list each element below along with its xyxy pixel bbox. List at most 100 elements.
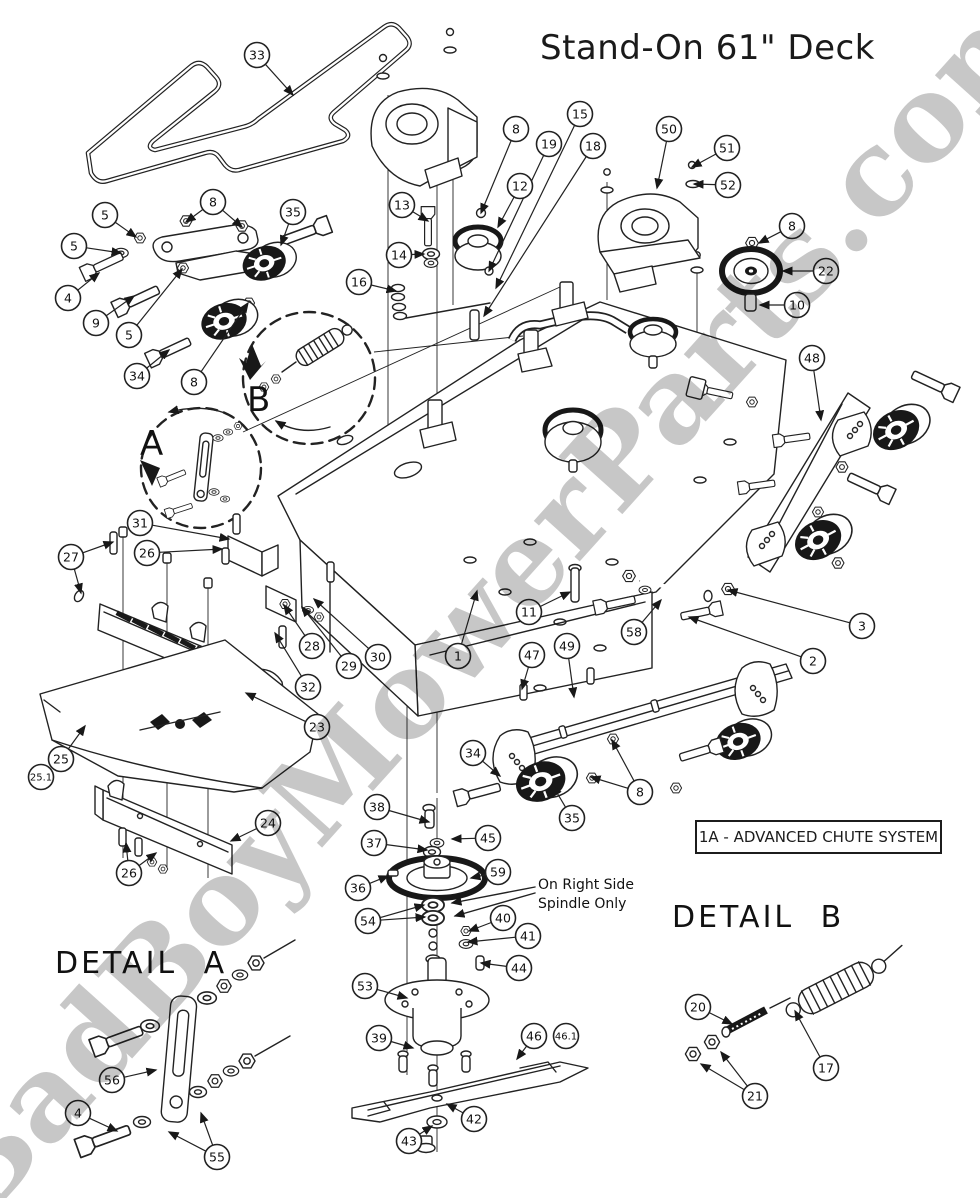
detail-a-label: DETAIL A xyxy=(55,946,228,981)
leader-21 xyxy=(720,1050,748,1087)
callout-34: 34 xyxy=(459,739,487,767)
leader-39 xyxy=(390,1040,415,1050)
svg-text:25.1: 25.1 xyxy=(30,773,52,784)
leader-4 xyxy=(89,1117,119,1132)
leader-51 xyxy=(690,153,717,168)
leader-25 xyxy=(67,724,86,750)
svg-text:22: 22 xyxy=(818,264,834,279)
callout-58: 58 xyxy=(620,618,648,646)
svg-text:17: 17 xyxy=(818,1061,834,1076)
leader-37 xyxy=(386,844,429,854)
detail-b-inset xyxy=(239,310,377,446)
leader-21 xyxy=(699,1063,745,1091)
callout-8: 8 xyxy=(199,188,227,216)
spindle-note: On Right Side Spindle Only xyxy=(538,876,634,914)
leader-27 xyxy=(73,568,83,595)
callout-47: 47 xyxy=(518,641,546,669)
svg-text:36: 36 xyxy=(350,881,366,896)
svg-text:35: 35 xyxy=(285,205,301,220)
callout-27: 27 xyxy=(57,543,85,571)
leader-30 xyxy=(312,597,370,650)
leader-28 xyxy=(283,603,306,637)
callout-28: 28 xyxy=(298,632,326,660)
svg-text:3: 3 xyxy=(858,619,866,634)
right-spindle-cover xyxy=(597,160,704,293)
callout-8: 8 xyxy=(502,115,530,143)
leader-47 xyxy=(520,666,530,691)
svg-text:45: 45 xyxy=(480,831,496,846)
callout-38: 38 xyxy=(363,793,391,821)
detail-a-parts xyxy=(73,939,296,1159)
callout-10: 10 xyxy=(783,291,811,319)
svg-text:24: 24 xyxy=(260,816,276,831)
callout-4: 4 xyxy=(54,284,82,312)
callout-3: 3 xyxy=(848,612,876,640)
svg-text:39: 39 xyxy=(371,1031,387,1046)
leader-58 xyxy=(641,598,662,623)
svg-text:43: 43 xyxy=(401,1134,417,1149)
svg-text:8: 8 xyxy=(512,122,520,137)
callout-15: 15 xyxy=(566,100,594,128)
leader-34 xyxy=(146,349,171,369)
svg-text:56: 56 xyxy=(104,1073,120,1088)
callout-44: 44 xyxy=(505,954,533,982)
leader-55 xyxy=(200,1111,214,1146)
callout-leader-lines xyxy=(67,63,851,1152)
callout-16: 16 xyxy=(345,268,373,296)
right-roller-bar xyxy=(736,366,961,573)
callout-20: 20 xyxy=(684,993,712,1021)
callout-34: 34 xyxy=(123,362,151,390)
leader-8 xyxy=(589,775,629,789)
callout-33: 33 xyxy=(243,41,271,69)
leader-46 xyxy=(516,1045,528,1061)
svg-text:34: 34 xyxy=(129,369,145,384)
svg-text:58: 58 xyxy=(626,625,642,640)
spindle-note-line2: Spindle Only xyxy=(538,895,627,912)
leader-44 xyxy=(479,959,507,969)
svg-text:29: 29 xyxy=(341,659,357,674)
svg-text:1: 1 xyxy=(454,649,462,664)
blade xyxy=(351,1061,589,1154)
callout-59: 59 xyxy=(484,858,512,886)
svg-text:15: 15 xyxy=(572,107,588,122)
callout-52: 52 xyxy=(714,171,742,199)
leader-8 xyxy=(611,738,635,782)
callout-39: 39 xyxy=(365,1024,393,1052)
svg-text:26: 26 xyxy=(121,866,137,881)
svg-text:13: 13 xyxy=(394,198,410,213)
callout-23: 23 xyxy=(303,713,331,741)
svg-text:18: 18 xyxy=(585,139,601,154)
leader-9 xyxy=(105,295,136,317)
leader-32 xyxy=(274,631,303,677)
callout-14: 14 xyxy=(385,241,413,269)
svg-text:49: 49 xyxy=(559,639,575,654)
callout-49: 49 xyxy=(553,632,581,660)
svg-text:4: 4 xyxy=(74,1106,82,1121)
svg-text:19: 19 xyxy=(541,137,557,152)
leader-8 xyxy=(200,301,249,373)
callout-51: 51 xyxy=(713,134,741,162)
svg-text:32: 32 xyxy=(300,680,316,695)
svg-text:25: 25 xyxy=(53,752,69,767)
leader-14 xyxy=(411,249,426,259)
leader-15 xyxy=(495,125,576,290)
callout-56: 56 xyxy=(98,1066,126,1094)
leader-33 xyxy=(264,63,295,97)
leader-5 xyxy=(86,247,123,257)
svg-text:26: 26 xyxy=(139,546,155,561)
leader-45 xyxy=(450,834,476,844)
leader-54 xyxy=(380,913,427,923)
front-bracket-hardware xyxy=(221,513,335,653)
leader-35 xyxy=(552,784,567,808)
svg-text:35: 35 xyxy=(564,811,580,826)
callout-2: 2 xyxy=(799,647,827,675)
callout-50: 50 xyxy=(655,115,683,143)
callout-8: 8 xyxy=(778,212,806,240)
callout-17: 17 xyxy=(812,1054,840,1082)
callout-26: 26 xyxy=(115,859,143,887)
leader-56 xyxy=(124,1067,158,1078)
leader-48 xyxy=(813,370,825,422)
